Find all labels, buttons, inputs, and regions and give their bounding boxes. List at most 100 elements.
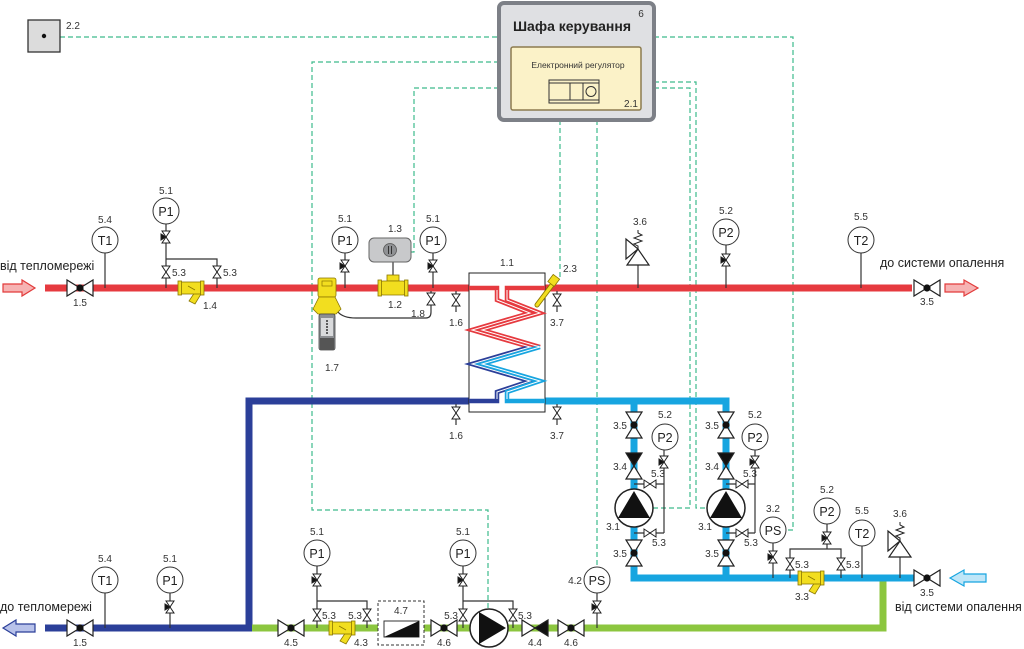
- valve-tag: 1.6: [449, 431, 463, 442]
- gate-valve-icon: [717, 539, 735, 567]
- gauge-valve-icon: [591, 600, 602, 614]
- control-valve-1-2: 1.2: [377, 262, 409, 311]
- valve-tag: 1.5: [73, 638, 87, 649]
- shutoff-valve-4-6-before-pump: 4.6: [430, 619, 458, 649]
- gate-valve-icon: [913, 279, 941, 297]
- sensor-tag: 2.3: [563, 264, 577, 275]
- pump-icon: [469, 608, 509, 648]
- manometer-5-1-before-valve: P1 5.1: [331, 214, 359, 288]
- signal-line-pump-2: [654, 81, 707, 509]
- valve-tag: 1.2: [388, 300, 402, 311]
- tap-valve-icon: [451, 293, 461, 307]
- arrow-left-icon: [1, 618, 36, 638]
- gauge-symbol: T1: [98, 234, 113, 248]
- tap-tag: 5.3: [444, 611, 458, 622]
- shutoff-valve-1-5-supply: 1.5: [66, 279, 94, 309]
- gate-valve-icon: [430, 619, 458, 637]
- gate-valve-icon: [277, 619, 305, 637]
- heat-exchanger-1-1: 1.1: [464, 258, 548, 413]
- pump-tag: 3.1: [698, 522, 712, 533]
- signal-line-pump-1: [653, 87, 691, 509]
- tap-tag: 5.3: [651, 469, 665, 480]
- gauge-tag: 3.2: [766, 504, 780, 515]
- manometer-5-1-supply-inlet: P1 5.1 5.3 5.3: [152, 186, 237, 288]
- control-signal-lines: [60, 36, 794, 609]
- tap-valve-icon: [836, 557, 846, 571]
- gauge-tag: 5.1: [163, 554, 177, 565]
- gauge-valve-icon: [311, 573, 322, 587]
- valve-tag: 3.6: [633, 217, 647, 228]
- gauge-symbol: P2: [657, 431, 672, 445]
- gauge-symbol: P1: [425, 234, 440, 248]
- check-valve-icon: [717, 452, 735, 480]
- heat-exchanger-tag: 1.1: [500, 258, 514, 269]
- tap-tag: 5.3: [652, 538, 666, 549]
- valve-tag: 3.4: [705, 462, 719, 473]
- safety-valve-3-6-supply: 3.6: [625, 217, 650, 288]
- tap-valve-icon: [785, 557, 795, 571]
- primary-return-pipe: [45, 397, 469, 632]
- valve-tag: 3.5: [613, 421, 627, 432]
- strainer-tag: 1.4: [203, 301, 217, 312]
- valve-tag: 4.4: [528, 638, 542, 649]
- gate-valve-icon: [625, 411, 643, 439]
- gauge-symbol: T2: [854, 234, 869, 248]
- valve-actuator-1-3: 1.3: [368, 224, 412, 263]
- tap-valve-icon: [508, 608, 518, 622]
- shutoff-valve-3-5-return: 3.5: [913, 569, 941, 599]
- regulator-tag: 1.7: [325, 363, 339, 374]
- gauge-symbol: T2: [855, 527, 870, 541]
- tap-valve-icon: [212, 265, 222, 279]
- gauge-tag: 5.2: [658, 410, 672, 421]
- flow-label-to-heating: до системи опалення: [880, 256, 1004, 270]
- gate-valve-icon: [66, 279, 94, 297]
- thermometer-5-5-supply: T2 5.5: [847, 212, 875, 288]
- controller-label: Електронний регулятор: [531, 60, 624, 70]
- strainer-icon: [328, 620, 356, 645]
- manometer-5-1-makeup-pump: P1 5.1 5.3 5.3: [444, 527, 532, 628]
- sensor-dot-icon: [41, 33, 47, 39]
- strainer-icon: [797, 570, 825, 595]
- manometer-5-1-makeup-strainer: P1 5.1 5.3 5.3: [303, 527, 372, 628]
- gauge-valve-icon: [767, 550, 778, 564]
- gate-valve-icon: [717, 411, 735, 439]
- sensor-tag: 2.2: [66, 21, 80, 32]
- tap-tag: 5.3: [846, 560, 860, 571]
- water-meter-4-7: 4.7: [377, 600, 425, 646]
- thermometer-5-4-supply: T1 5.4: [91, 215, 119, 288]
- gate-valve-icon: [625, 539, 643, 567]
- valve-tag: 3.5: [705, 421, 719, 432]
- valve-tag: 3.5: [705, 549, 719, 560]
- manometer-5-2-return: P2 5.2 5.3 5.3: [785, 485, 860, 578]
- tap-valve-icon: [451, 406, 461, 420]
- drain-valve-3-7-return: 3.7: [550, 404, 564, 442]
- tap-tag: 5.3: [795, 560, 809, 571]
- gauge-symbol: P1: [337, 234, 352, 248]
- outlet-to-network: до тепломережі: [0, 600, 92, 638]
- shutoff-valve-4-5: 4.5: [277, 619, 305, 649]
- tap-valve-icon: [312, 608, 322, 622]
- gate-valve-icon: [66, 619, 94, 637]
- arrow-right-icon: [944, 278, 980, 298]
- pump-tag: 3.1: [606, 522, 620, 533]
- valve-tag: 4.6: [564, 638, 578, 649]
- circulation-pump-icon: [614, 488, 654, 528]
- thermometer-5-4-return: T1 5.4: [91, 554, 119, 628]
- gauge-tag: 4.2: [568, 576, 582, 587]
- electronic-controller: Електронний регулятор 2.1: [510, 46, 642, 111]
- tap-valve-icon: [735, 479, 749, 489]
- gauge-tag: 5.5: [855, 506, 869, 517]
- valve-tag: 4.6: [437, 638, 451, 649]
- gauge-tag: 5.4: [98, 554, 112, 565]
- valve-tag: 3.5: [613, 549, 627, 560]
- drain-valve-1-6-supply: 1.6: [449, 291, 463, 329]
- tap-tag: 5.3: [518, 611, 532, 622]
- valve-tag: 3.7: [550, 318, 564, 329]
- tap-tag: 5.3: [172, 268, 186, 279]
- gauge-tag: 5.4: [98, 215, 112, 226]
- tap-tag: 5.3: [223, 268, 237, 279]
- gauge-symbol: P2: [819, 505, 834, 519]
- controller-device-icon: [548, 79, 600, 104]
- gauge-valve-icon: [749, 455, 760, 469]
